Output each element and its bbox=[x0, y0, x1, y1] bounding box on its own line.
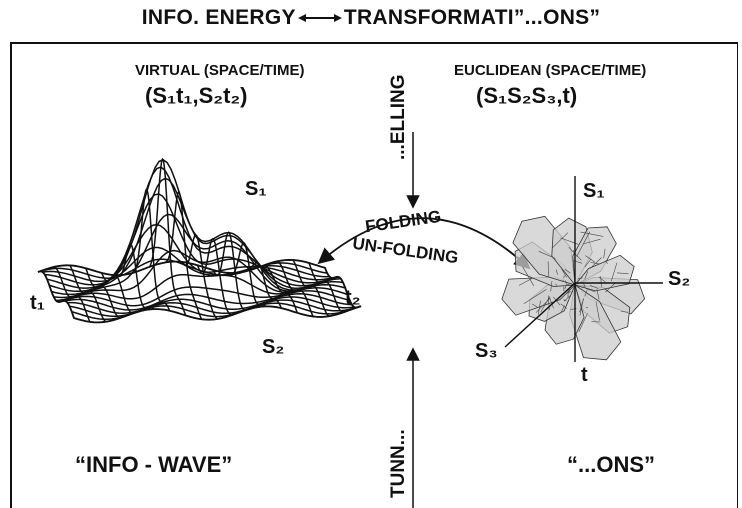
mesh-line bbox=[595, 301, 600, 321]
wave-grid-line bbox=[180, 234, 218, 320]
wave-grid-line bbox=[165, 191, 203, 320]
mesh-line bbox=[563, 294, 572, 302]
mesh-line bbox=[605, 260, 608, 264]
wave-grid-line bbox=[260, 264, 298, 314]
wave-grid-line bbox=[101, 272, 138, 314]
crumpled-mesh bbox=[501, 215, 646, 361]
double-arrow-icon bbox=[297, 14, 342, 23]
wave-grid-line bbox=[133, 188, 171, 312]
mesh-line bbox=[589, 285, 599, 289]
mesh-line bbox=[532, 303, 539, 309]
mesh-line bbox=[584, 258, 592, 268]
mesh-line bbox=[583, 283, 586, 288]
mesh-line bbox=[538, 300, 541, 315]
mesh-line bbox=[611, 262, 618, 282]
mesh-line bbox=[538, 251, 556, 259]
mesh-line bbox=[564, 284, 567, 290]
mesh-line bbox=[605, 282, 617, 293]
mesh-line bbox=[573, 249, 575, 255]
wave-grid-line bbox=[85, 268, 123, 319]
top-vertical-label: ...ELLING bbox=[388, 74, 409, 161]
label-t1: t₁ bbox=[30, 292, 45, 314]
wave-grid-line bbox=[228, 242, 266, 307]
euclidean-coords: (S₁S₂S₃,t) bbox=[476, 83, 578, 108]
mesh-line bbox=[620, 311, 628, 313]
wave-grid-line bbox=[53, 266, 91, 323]
label-t2: t₂ bbox=[345, 287, 361, 309]
mesh-line bbox=[564, 269, 571, 274]
axis-s3-label: S₃ bbox=[475, 340, 498, 362]
wave-surface bbox=[37, 157, 362, 324]
bottom-vertical-label: TUNN... bbox=[388, 429, 409, 498]
mesh-line bbox=[589, 257, 602, 269]
folding-arc bbox=[317, 217, 531, 270]
wave-grid-line bbox=[308, 262, 346, 313]
title-right: TRANSFORMATI”...ONS” bbox=[343, 6, 601, 29]
mesh-line bbox=[578, 313, 588, 332]
wave-grid-line bbox=[292, 259, 330, 317]
mesh-line bbox=[563, 275, 565, 279]
mesh-line bbox=[580, 231, 604, 237]
mesh-line bbox=[603, 248, 606, 259]
mesh-line bbox=[551, 232, 569, 249]
mesh-line bbox=[577, 277, 583, 280]
mesh-line bbox=[561, 268, 567, 278]
wave-grid-line bbox=[324, 267, 361, 309]
mesh-line bbox=[590, 262, 599, 265]
mesh-line bbox=[584, 290, 588, 297]
mesh-line bbox=[565, 280, 567, 285]
mesh-line bbox=[550, 280, 553, 292]
wave-grid-line bbox=[276, 260, 314, 317]
euclidean-header: EUCLIDEAN (SPACE/TIME) bbox=[454, 62, 647, 79]
axis-t-label: t bbox=[581, 364, 588, 386]
label-s2: S₂ bbox=[262, 336, 285, 358]
mesh-line bbox=[567, 284, 571, 286]
mesh-line bbox=[523, 289, 547, 305]
virtual-header: VIRTUAL (SPACE/TIME) bbox=[135, 62, 305, 79]
label-s1: S₁ bbox=[245, 178, 267, 200]
diagram-frame bbox=[10, 42, 738, 508]
mesh-line bbox=[555, 269, 558, 275]
axis-s2-label: S₂ bbox=[668, 268, 691, 290]
mesh-line bbox=[585, 255, 596, 263]
mesh-line bbox=[600, 276, 602, 288]
mesh-line bbox=[581, 286, 585, 288]
mesh-line bbox=[598, 276, 606, 283]
mesh-line bbox=[579, 298, 585, 313]
wave-grid-line bbox=[148, 157, 187, 316]
mesh-line bbox=[540, 297, 550, 313]
mesh-line bbox=[596, 289, 600, 300]
wave-grid-line bbox=[212, 231, 250, 311]
mesh-line bbox=[616, 272, 629, 275]
axis-s1-label: S₁ bbox=[583, 180, 605, 202]
mesh-line bbox=[547, 261, 549, 277]
mesh-line bbox=[535, 297, 551, 313]
mesh-fold bbox=[574, 254, 635, 292]
mesh-line bbox=[555, 283, 557, 286]
wave-grid-line bbox=[196, 238, 234, 316]
mesh-line bbox=[548, 295, 554, 309]
wave-grid-line bbox=[245, 261, 282, 309]
mesh-line bbox=[582, 238, 601, 245]
wave-grid-line bbox=[37, 270, 75, 319]
title-left: INFO. ENERGY bbox=[141, 6, 296, 29]
info-wave-caption: “INFO - WAVE” bbox=[75, 452, 233, 477]
mesh-line bbox=[553, 296, 561, 306]
axis-s3 bbox=[504, 282, 576, 348]
ons-caption: “...ONS” bbox=[567, 452, 656, 477]
mesh-line bbox=[560, 303, 567, 309]
mesh-line bbox=[547, 296, 550, 310]
mesh-line bbox=[522, 266, 535, 286]
mesh-line bbox=[585, 288, 596, 293]
diagram-title: INFO. ENERGY TRANSFORMATI”...ONS” bbox=[0, 6, 742, 30]
mesh-line bbox=[584, 271, 588, 280]
wave-grid-line bbox=[69, 265, 107, 323]
virtual-coords: (S₁t₁,S₂t₂) bbox=[145, 83, 248, 108]
